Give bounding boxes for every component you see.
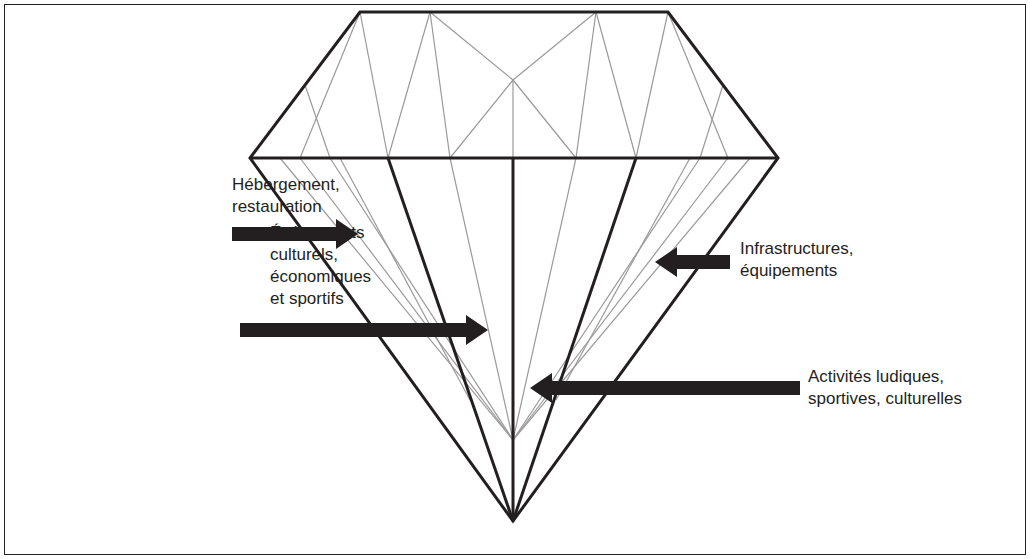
- arrow: [240, 315, 488, 345]
- callout-label: Hébergement, restauration: [232, 174, 362, 218]
- callout-label: Événements culturels, économiques et spo…: [270, 222, 390, 310]
- arrow: [530, 373, 800, 403]
- arrow: [655, 247, 730, 277]
- callout-label: Infrastructures, équipements: [740, 238, 880, 282]
- pointer-arrows: [232, 219, 800, 403]
- frame: [5, 5, 1026, 555]
- callout-label: Activités ludiques, sportives, culturell…: [808, 366, 993, 410]
- diamond-outline: [250, 12, 778, 521]
